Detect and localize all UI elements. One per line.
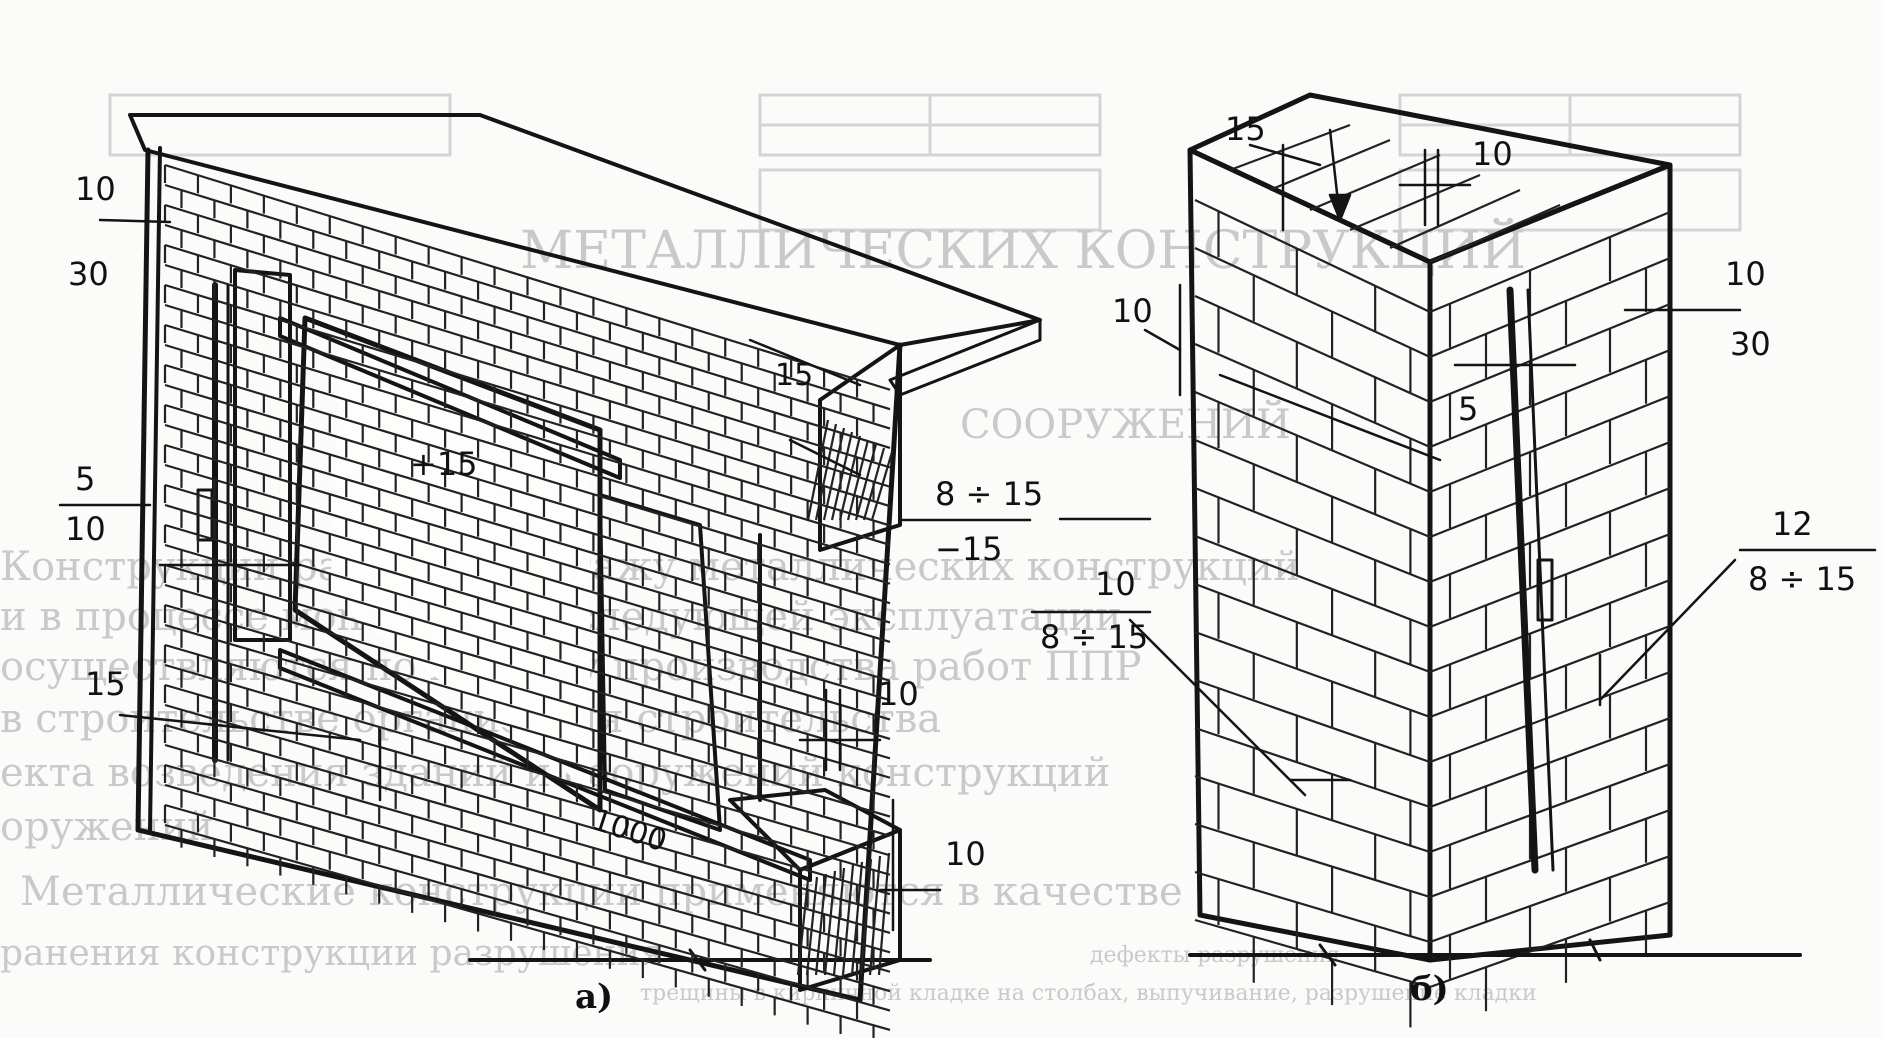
ghost-heading-2: СООРУЖЕНИЙ xyxy=(960,400,1291,448)
ghost-line-6: оружений xyxy=(0,804,214,850)
panel-a-wall: 10 30 5 10 +15 15 8 ÷ 15 −15 15 10 10 10… xyxy=(58,113,1043,1038)
label-a-lintel-tol: 8 ÷ 15 xyxy=(935,475,1043,513)
label-b-right-joint: 10 xyxy=(1725,255,1766,293)
label-b-top-vertical: 10 xyxy=(1472,135,1513,173)
brick-courses-b xyxy=(1194,123,1671,1028)
caption-a: а) xyxy=(575,977,613,1017)
dims-b xyxy=(1128,128,1742,797)
label-a-lintel-tol-sub: −15 xyxy=(935,530,1003,568)
left-jamb xyxy=(233,268,292,642)
ghost-line-8: ранения конструкции разрушения xyxy=(0,933,663,974)
dims-a xyxy=(58,218,1032,932)
label-a-sill-bottom: 10 xyxy=(945,835,986,873)
caption-b: б) xyxy=(1410,969,1449,1009)
label-b-top-joint: 15 xyxy=(1225,110,1266,148)
label-b-lower-joint-sub: 8 ÷ 15 xyxy=(1040,618,1148,656)
lintel-bar xyxy=(278,316,622,480)
pillar-right-face xyxy=(1427,162,1673,963)
label-b-right-lower-sub: 8 ÷ 15 xyxy=(1748,560,1856,598)
beam-section-hatch xyxy=(806,419,894,521)
label-a-sill-joint: 15 xyxy=(85,665,126,703)
brick-courses-a xyxy=(163,163,891,1038)
ghost-line-7: Металлические конструкции применяются в … xyxy=(20,869,1183,915)
label-b-left-joint: 10 xyxy=(1112,292,1153,330)
label-a-top-left-sub: 30 xyxy=(68,255,109,293)
label-a-opening-plus: +15 xyxy=(410,445,478,483)
sill-section-hatch xyxy=(796,852,891,976)
label-b-lower-joint: 10 xyxy=(1095,565,1136,603)
label-a-vertical: 5 xyxy=(75,460,95,498)
label-b-right-lower: 12 xyxy=(1772,505,1813,543)
label-a-vertical-sub: 10 xyxy=(65,510,106,548)
label-a-lintel-gap: 15 xyxy=(775,358,813,393)
right-pier xyxy=(598,493,722,832)
label-b-right-joint-sub: 30 xyxy=(1730,325,1771,363)
label-a-top-left: 10 xyxy=(75,170,116,208)
panel-b-pillar: 15 10 10 10 30 5 10 8 ÷ 15 12 8 ÷ 15 б) xyxy=(1030,92,1877,1028)
ghost-heading-1: МЕТАЛЛИЧЕСКИХ КОНСТРУКЦИЙ xyxy=(520,217,1526,281)
label-b-middle-joint: 5 xyxy=(1458,390,1478,428)
wall-top-slab xyxy=(128,113,1042,347)
label-a-sill-gap: 10 xyxy=(878,675,919,713)
